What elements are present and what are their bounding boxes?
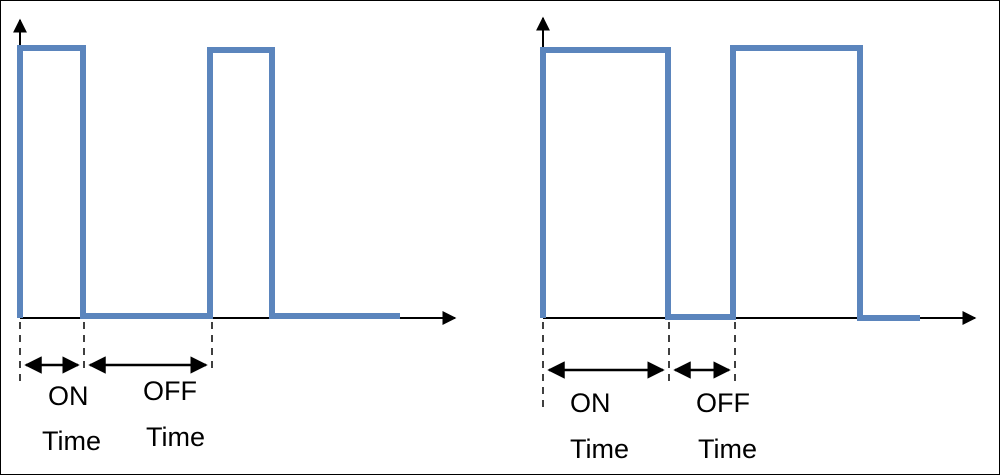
left-off-label-line1: OFF [143, 376, 197, 406]
left-off-label-line2: Time [146, 422, 205, 452]
left-pwm-signal [17, 45, 400, 319]
right-off-label-line2: Time [698, 434, 757, 464]
right-on-label-line2: Time [570, 434, 629, 464]
left-on-label-line2: Time [42, 426, 101, 456]
left-on-label-line1: ON [48, 381, 89, 411]
right-off-label-line1: OFF [696, 388, 750, 418]
right-panel: ON Time OFF Time [536, 16, 977, 464]
left-panel: ON Time OFF Time [13, 18, 457, 456]
right-pwm-signal [540, 45, 920, 321]
right-on-label-line1: ON [570, 388, 611, 418]
